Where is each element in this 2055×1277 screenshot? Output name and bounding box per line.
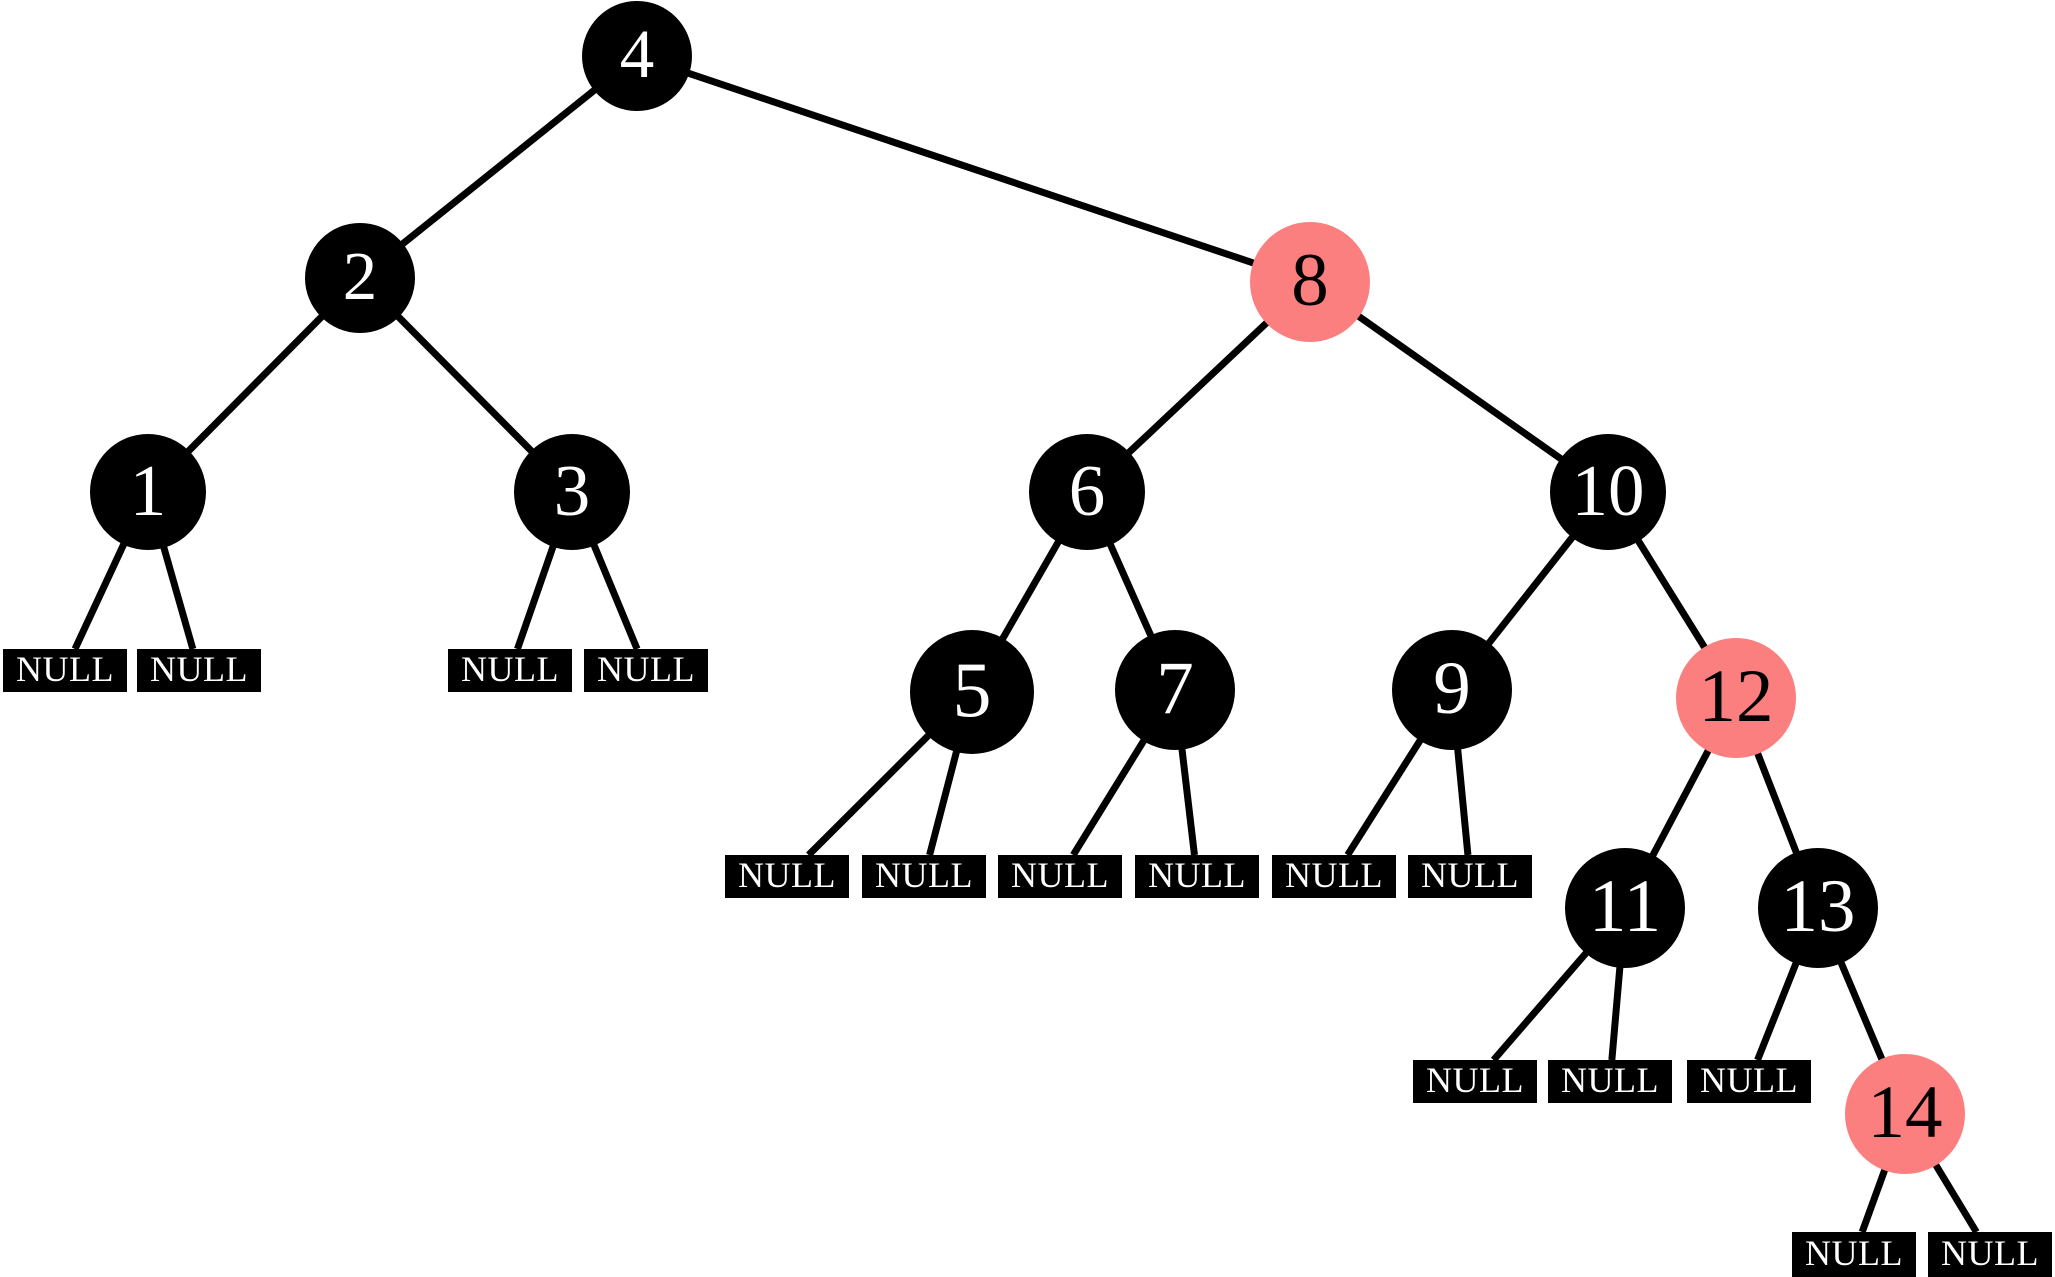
tree-edge-n12-n13 [1753, 748, 1801, 858]
tree-node-12: 12 [1676, 638, 1796, 758]
tree-nil-leaf-label: NULL [1285, 854, 1383, 895]
tree-node-14: 14 [1845, 1054, 1965, 1174]
tree-node-label: 4 [619, 15, 655, 92]
tree-node-label: 14 [1867, 1070, 1943, 1154]
tree-nil-leaf: NULL [3, 649, 127, 692]
tree-node-11: 11 [1565, 848, 1685, 968]
tree-node-9: 9 [1392, 630, 1512, 750]
tree-node-7: 7 [1115, 630, 1235, 750]
tree-node-label: 2 [342, 237, 378, 314]
tree-node-label: 13 [1780, 864, 1856, 948]
tree-node-2: 2 [305, 223, 415, 333]
tree-edge-n11-l12 [1608, 963, 1624, 1061]
tree-node-8: 8 [1250, 222, 1370, 342]
tree-node-6: 6 [1029, 434, 1145, 550]
tree-nil-leaf-label: NULL [1700, 1059, 1798, 1100]
tree-edge-n6-n5 [997, 537, 1064, 644]
tree-nil-leaf-label: NULL [1561, 1059, 1659, 1100]
tree-edge-n12-n11 [1648, 745, 1713, 861]
tree-node-label: 3 [553, 449, 591, 531]
tree-edge-n4-n2 [397, 85, 600, 249]
tree-nil-leaf-label: NULL [597, 648, 695, 689]
tree-edge-n13-n14 [1836, 958, 1887, 1064]
tree-edge-n2-n3 [393, 311, 537, 457]
tree-edge-n8-n10 [1353, 311, 1566, 464]
tree-nil-leaf: NULL [1548, 1060, 1672, 1103]
tree-edge-n7-l8 [1178, 745, 1198, 856]
tree-nil-leaf-label: NULL [1426, 1059, 1524, 1100]
tree-edge-n1-l2 [159, 542, 197, 650]
tree-node-1: 1 [90, 434, 206, 550]
tree-nil-leaf: NULL [448, 649, 572, 692]
tree-nil-leaf: NULL [1135, 855, 1259, 898]
tree-node-4: 4 [582, 1, 692, 111]
tree-edge-n7-l7 [1070, 735, 1149, 857]
tree-nil-leaf: NULL [1792, 1232, 1916, 1277]
tree-nil-leaf: NULL [137, 649, 261, 692]
tree-nil-leaf: NULL [998, 855, 1122, 898]
tree-edge-n6-n7 [1105, 539, 1156, 641]
tree-node-3: 3 [514, 434, 630, 550]
tree-nil-leaf-label: NULL [1805, 1232, 1903, 1273]
tree-edge-n8-n6 [1123, 317, 1272, 458]
tree-node-label: 6 [1068, 449, 1106, 531]
tree-nil-leaf: NULL [725, 855, 849, 898]
tree-nil-leaf-label: NULL [1011, 854, 1109, 895]
tree-edge-n5-l6 [926, 747, 961, 856]
tree-nil-leaf: NULL [1408, 855, 1532, 898]
tree-edge-n1-l1 [71, 539, 129, 651]
tree-nil-leaf-label: NULL [1421, 854, 1519, 895]
tree-edge-n14-l14 [1858, 1165, 1890, 1234]
tree-edge-n13-l13 [1754, 958, 1801, 1062]
tree-edge-n5-l5 [806, 730, 934, 858]
tree-edge-n14-l15 [1930, 1160, 1980, 1234]
tree-nil-leaf-label: NULL [875, 854, 973, 895]
tree-nil-leaf-label: NULL [1148, 854, 1246, 895]
tree-node-5: 5 [910, 630, 1034, 754]
tree-node-label: 1 [129, 449, 167, 531]
tree-node-label: 5 [952, 646, 992, 733]
tree-nil-leaf: NULL [1928, 1232, 2052, 1277]
tree-nil-leaf-label: NULL [150, 648, 248, 689]
tree-nil-leaf: NULL [1272, 855, 1396, 898]
tree-edge-n10-n12 [1633, 536, 1710, 653]
tree-node-label: 10 [1571, 449, 1645, 531]
tree-nil-leaf: NULL [1687, 1060, 1811, 1103]
tree-nil-leaf: NULL [862, 855, 986, 898]
tree-edge-n10-n9 [1483, 532, 1578, 649]
tree-node-label: 8 [1291, 238, 1329, 322]
tree-edge-n3-l3 [514, 541, 558, 651]
tree-node-label: 12 [1698, 654, 1774, 738]
tree-nil-leaf: NULL [584, 649, 708, 692]
tree-node-label: 9 [1433, 646, 1471, 730]
tree-node-10: 10 [1550, 434, 1666, 550]
tree-edge-n9-l10 [1453, 745, 1472, 856]
tree-edge-n9-l9 [1344, 735, 1426, 857]
tree-nil-leaf-label: NULL [738, 854, 836, 895]
tree-node-13: 13 [1758, 848, 1878, 968]
tree-edge-n4-n8 [684, 68, 1259, 268]
tree-node-label: 11 [1588, 864, 1662, 948]
tree-edge-n2-n1 [183, 311, 327, 457]
tree-edge-n11-l11 [1490, 948, 1592, 1063]
tree-node-label: 7 [1156, 646, 1194, 730]
tree-edge-n3-l4 [589, 540, 641, 651]
tree-nil-leaf-label: NULL [461, 648, 559, 689]
tree-nil-leaf: NULL [1413, 1060, 1537, 1103]
tree-nil-leaf-label: NULL [16, 648, 114, 689]
tree-nil-leaf-label: NULL [1941, 1232, 2039, 1273]
